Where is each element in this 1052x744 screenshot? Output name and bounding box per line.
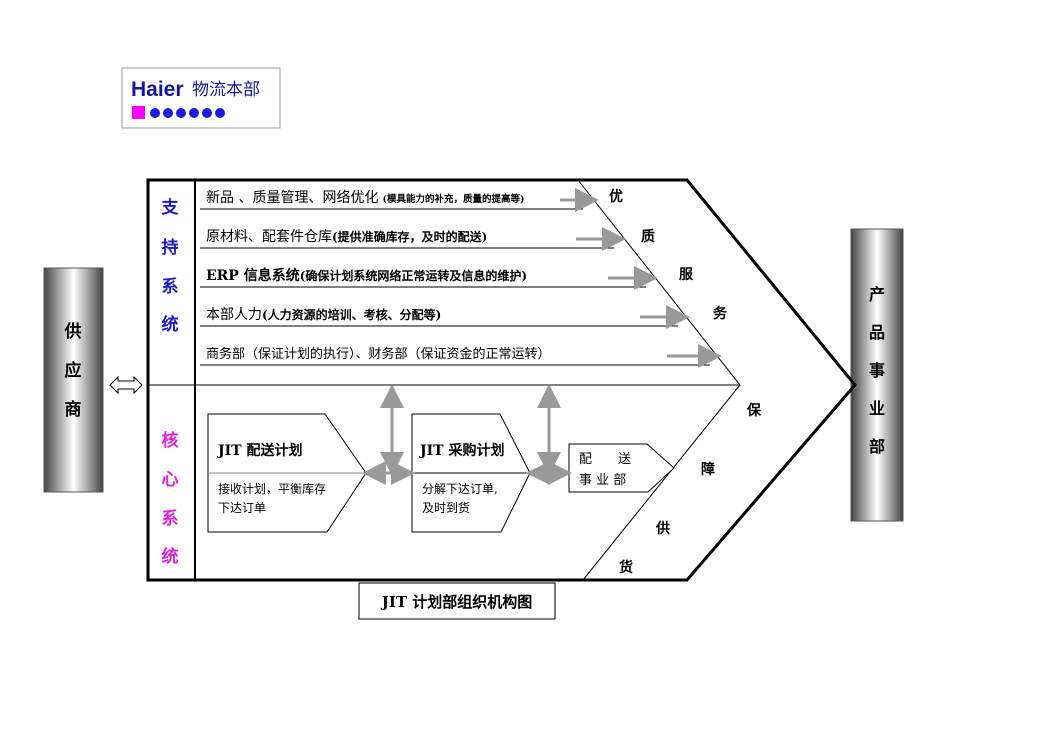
support-row: 商务部（保证计划的执行）、财务部（保证资金的正常运转） [200,344,722,368]
row-note: (确保计划系统网络正常运转及信息的维护) [300,268,527,283]
logo-brand: Haier [131,78,184,101]
product-char: 业 [869,399,885,418]
box-desc: 及时到货 [422,500,470,515]
product-char: 产 [869,285,885,304]
support-char: 持 [162,237,179,258]
svg-text:新品 、质量管理、网络优化(模具能力的补充，质量的提高等): 新品 、质量管理、网络优化 (模具能力的补充，质量的提高等) [206,190,524,206]
support-char: 统 [162,314,179,335]
box-desc: 下达订单 [218,501,266,515]
qs-char: 务 [713,305,728,322]
box-desc: 接收计划，平衡库存 [218,481,326,496]
supplier-block: 供 应 商 [43,267,104,493]
delivery-line: 配 送 [579,452,631,467]
double-arrow-icon [109,375,143,395]
sg-char: 障 [701,461,715,478]
sg-char: 货 [618,559,633,576]
qs-char: 质 [641,228,655,245]
quality-service-label: 优 质 服 务 [609,188,728,322]
qs-char: 服 [679,267,694,283]
sg-char: 保 [746,402,762,419]
svg-text:原材料、配套件仓库(提供准确库存，及时的配送): 原材料、配套件仓库(提供准确库存，及时的配送) [206,229,487,245]
haier-logo: Haier 物流本部 [121,67,281,129]
supplier-char: 供 [64,321,82,342]
delivery-dept-box: 配 送 事 业 部 [568,443,675,493]
support-char: 系 [162,277,179,297]
row-main: 本部人力 [206,307,262,323]
svg-text:本部人力(人力资源的培训、考核、分配等): 本部人力(人力资源的培训、考核、分配等) [206,307,441,323]
jit-purchase-plan-box: JIT 采购计划 分解下达订单, 及时到货 [411,413,531,533]
box-title: JIT 配送计划 [216,442,302,459]
supplier-char: 商 [65,399,82,420]
logo-dept: 物流本部 [192,80,260,100]
row-note: (模具能力的补充，质量的提高等) [382,193,524,205]
sg-char: 供 [655,520,670,537]
support-row: ERP 信息系统(确保计划系统网络正常运转及信息的维护) [200,266,658,290]
svg-text:ERP 信息系统(确保计划系统网络正常运转及信息的维护): ERP 信息系统(确保计划系统网络正常运转及信息的维护) [206,267,527,284]
caption-box: JIT 计划部组织机构图 [358,582,556,620]
jit-delivery-plan-box: JIT 配送计划 接收计划，平衡库存 下达订单 [207,413,367,533]
product-char: 部 [869,437,885,456]
box-desc: 分解下达订单, [422,482,498,496]
row-note: (人力资源的培训、考核、分配等) [262,307,441,322]
core-char: 系 [162,509,179,529]
support-row: 新品 、质量管理、网络优化 (模具能力的补充，质量的提高等) [200,188,599,212]
delivery-line: 事 业 部 [579,473,626,488]
support-char: 支 [162,197,180,218]
row-main: 新品 、质量管理、网络优化 [206,190,378,206]
flow-arrows [362,384,572,485]
main-frame [146,178,857,582]
supplier-char: 应 [65,360,82,381]
supply-guarantee-label: 保 障 供 货 [618,402,762,576]
core-char: 心 [162,470,179,490]
row-note: (提供准确库存，及时的配送) [332,229,487,244]
box-title: JIT 采购计划 [418,442,504,459]
row-main: 商务部（保证计划的执行）、财务部（保证资金的正常运转） [206,346,551,362]
product-char: 事 [869,361,885,380]
support-row: 本部人力(人力资源的培训、考核、分配等) [200,305,690,329]
row-main: ERP 信息系统 [206,267,300,284]
product-char: 品 [869,323,885,342]
support-system-label: 支 持 系 统 [162,197,180,335]
support-row: 原材料、配套件仓库(提供准确库存，及时的配送) [200,227,626,251]
product-dept-block: 产 品 事 业 部 [850,228,904,522]
core-char: 统 [162,546,179,567]
support-rows: 新品 、质量管理、网络优化(模具能力的补充，质量的提高等) 原材料、配套件仓库(… [200,188,722,368]
caption-title: JIT 计划部组织机构图 [380,593,533,611]
core-char: 核 [162,430,179,451]
row-main: 原材料、配套件仓库 [206,229,332,245]
core-system-label: 核 心 系 统 [162,430,179,567]
qs-char: 优 [609,188,623,205]
